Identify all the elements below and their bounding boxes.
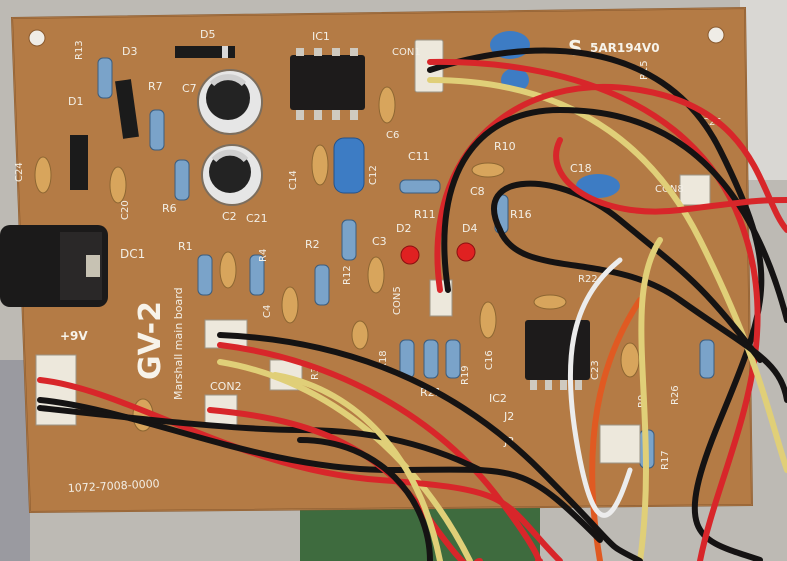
label-dc1: DC1 xyxy=(120,247,145,261)
label-ic1: IC1 xyxy=(312,30,330,43)
label-c18: C18 xyxy=(570,162,592,175)
label-c11: C11 xyxy=(408,150,430,163)
wire-black xyxy=(297,437,433,561)
label-d3: D3 xyxy=(122,45,137,58)
diode-d3 xyxy=(115,79,139,139)
label-d5: D5 xyxy=(200,28,215,41)
film-capacitor-c18 xyxy=(576,174,620,198)
label-r6: R6 xyxy=(162,202,177,215)
wire-yellow xyxy=(272,372,443,561)
electrolytic-capacitor-c7 xyxy=(197,69,263,135)
label-c4: C4 xyxy=(262,305,273,318)
wire-orange xyxy=(589,297,643,561)
label-c24: C24 xyxy=(14,162,25,182)
label-r16: R16 xyxy=(510,208,532,221)
wire-yellow xyxy=(217,359,473,561)
label-c16: C16 xyxy=(484,350,495,370)
wire-black xyxy=(37,405,483,473)
label-r11: R11 xyxy=(414,208,436,221)
wire-yellow xyxy=(427,77,787,473)
ic2-chip xyxy=(525,320,590,390)
wire-black xyxy=(217,332,643,561)
diode-d1 xyxy=(70,135,88,190)
label-con2: CON2 xyxy=(210,380,242,393)
label-r7: R7 xyxy=(148,80,163,93)
wire-black xyxy=(427,47,765,561)
label-j2: J2 xyxy=(503,410,514,423)
diode-d5 xyxy=(175,46,235,58)
ic1-chip xyxy=(290,48,365,120)
wire-yellow xyxy=(637,237,663,561)
label-d2: D2 xyxy=(396,222,411,235)
wire-red xyxy=(427,58,761,561)
mounting-hole xyxy=(28,29,46,47)
board-model: GV-2 xyxy=(133,301,168,380)
label-con5: CON5 xyxy=(392,286,403,315)
wire-red xyxy=(217,342,543,561)
wire-red xyxy=(37,377,563,561)
electrolytic-capacitor-c21 xyxy=(201,144,263,206)
wire-black xyxy=(491,180,763,363)
label-d4: D4 xyxy=(462,222,477,235)
label-r26: R26 xyxy=(670,385,681,405)
diode-d5-band xyxy=(222,46,228,58)
film-capacitor-c12 xyxy=(333,137,365,194)
label-r10: R10 xyxy=(494,140,516,153)
label-r3: R3 xyxy=(310,367,321,380)
label-c2: C2 xyxy=(222,210,237,223)
label-c12: C12 xyxy=(368,165,379,185)
label-c21: C21 xyxy=(246,212,268,225)
board-subtitle: Marshall main board xyxy=(172,287,185,400)
label-r13: R13 xyxy=(74,40,85,60)
pcb-edge xyxy=(11,7,753,513)
label-c6: C6 xyxy=(386,130,399,141)
led-d4 xyxy=(456,242,476,262)
mounting-hole xyxy=(707,26,725,44)
wire-black xyxy=(497,227,787,403)
label-r2: R2 xyxy=(305,238,320,251)
label-r1: R1 xyxy=(178,240,193,253)
voltage-label: +9V xyxy=(60,329,88,343)
board-code: 5AR194V0 xyxy=(590,41,660,55)
label-c20: C20 xyxy=(120,200,131,220)
led-d2 xyxy=(400,245,420,265)
wire-black xyxy=(441,106,787,323)
label-r12: R12 xyxy=(342,265,353,285)
label-r19: R19 xyxy=(460,365,471,385)
part-number: 1072-7008-0000 xyxy=(67,477,159,495)
label-c8: C8 xyxy=(470,185,485,198)
label-r4: R4 xyxy=(258,249,269,262)
label-r22: R22 xyxy=(578,274,598,285)
label-r17: R17 xyxy=(660,450,671,470)
wire-red xyxy=(553,137,787,215)
label-c14: C14 xyxy=(288,170,299,190)
logo-mark: S xyxy=(568,36,582,60)
label-r18: R18 xyxy=(378,350,389,370)
label-c25: C25 xyxy=(702,117,722,128)
label-c7: C7 xyxy=(182,82,197,95)
label-ic2: IC2 xyxy=(489,392,507,405)
label-d1: D1 xyxy=(68,95,83,108)
label-c23: C23 xyxy=(590,360,601,380)
label-con1: CON1 xyxy=(392,47,421,58)
wire-white xyxy=(567,257,633,518)
wire-harness xyxy=(37,47,787,561)
dc-jack-terminal xyxy=(86,255,100,277)
label-c3: C3 xyxy=(372,235,387,248)
